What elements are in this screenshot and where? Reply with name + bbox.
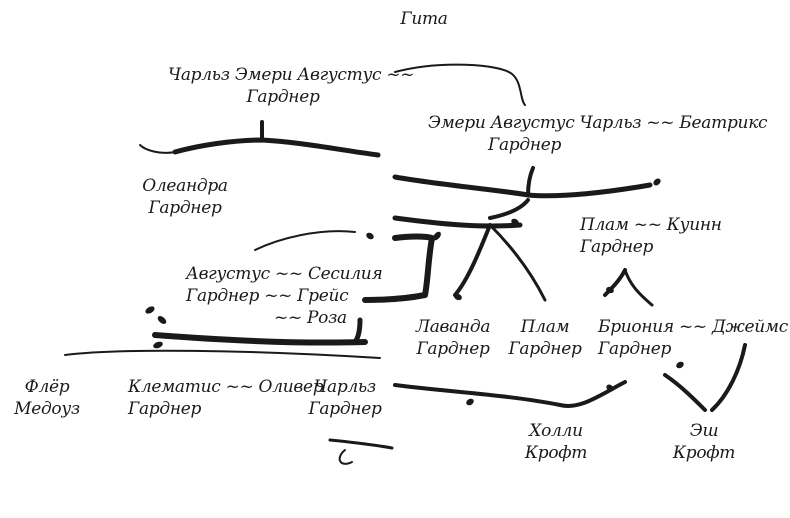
clematis-surname: Гарднер (128, 399, 202, 419)
branch-charles-curl (338, 449, 353, 465)
branch-to-ash-right (710, 343, 747, 412)
branch-to-augustus (362, 233, 435, 303)
emery-name: Эмери Августус Чарльз ~~ Беатрикс (428, 113, 768, 133)
augustus-spouse-rosa: ~~ Роза (274, 308, 347, 328)
node-oleandra: Олеандра Гарднер (140, 175, 230, 219)
leaf (466, 398, 474, 406)
plum-senior-name: Плам ~~ Куинн (580, 215, 722, 235)
leaf (606, 286, 614, 294)
node-augustus: Августус ~~ Сесилия Гарднер ~~ Грейс ~~ … (186, 263, 386, 329)
leaf (433, 231, 441, 241)
node-holly: Холли Крофт (516, 420, 596, 464)
gita-name: Гита (400, 9, 448, 29)
augustus-name: Августус ~~ Сесилия (186, 264, 383, 284)
node-plum-junior: Плам Гарднер (505, 316, 585, 360)
plum-junior-surname: Гарднер (508, 339, 582, 359)
ash-name: Эш (689, 421, 719, 441)
branch-charles-to-gita (394, 63, 526, 106)
leaf (145, 306, 155, 314)
clematis-name: Клематис ~~ Оливер (128, 377, 324, 397)
leaf (153, 341, 163, 349)
node-clematis: Клематис ~~ Оливер Гарднер (128, 376, 324, 420)
node-lavanda: Лаванда Гарднер (408, 316, 498, 360)
brionia-name: Бриония ~~ Джеймс (598, 317, 788, 337)
branch-augustus-vert (352, 317, 363, 345)
lavanda-surname: Гарднер (416, 339, 490, 359)
ash-surname: Крофт (672, 443, 736, 463)
holly-surname: Крофт (524, 443, 588, 463)
oleandra-name: Олеандра (142, 176, 228, 196)
leaf (454, 293, 462, 301)
node-brionia: Бриония ~~ Джеймс Гарднер (598, 316, 788, 360)
branch-oleandra-curl (139, 144, 176, 154)
branch-to-ash-left (663, 373, 707, 412)
charles-junior-name: Чарльз (314, 377, 376, 397)
oleandra-surname: Гарднер (148, 198, 222, 218)
fleur-surname: Медоуз (14, 399, 80, 419)
branch-to-lavanda (453, 223, 492, 297)
branch-charles-down (328, 438, 394, 450)
node-charles-junior: Чарльз Гарднер (304, 376, 386, 420)
fleur-name: Флёр (24, 377, 70, 397)
branch-middle-horizontal (392, 215, 523, 229)
leaf (606, 384, 614, 392)
lavanda-name: Лаванда (415, 317, 491, 337)
brionia-surname: Гарднер (598, 339, 672, 359)
node-gita: Гита (400, 8, 448, 30)
leaf (653, 178, 661, 186)
leaf (511, 218, 519, 226)
branch-augustus-curl (254, 230, 356, 251)
branch-emery-stem (526, 166, 535, 197)
plum-senior-surname: Гарднер (580, 237, 654, 257)
branch-plum-to-brionia-2 (603, 268, 627, 297)
branch-charles-children (172, 137, 381, 158)
augustus-surname: Гарднер ~~ Грейс (186, 286, 349, 306)
emery-surname: Гарднер (488, 135, 562, 155)
leaf-decorations (145, 178, 684, 406)
charles-senior-name: Чарльз Эмери Августус ~~ (168, 65, 415, 85)
leaf (366, 232, 374, 240)
plum-junior-name: Плам (520, 317, 570, 337)
node-emery: Эмери Августус Чарльз ~~ Беатрикс Гардне… (428, 112, 768, 156)
branch-augustus-children (152, 332, 368, 346)
node-fleur: Флёр Медоуз (12, 376, 82, 420)
branch-emery-children (392, 174, 653, 199)
branch-to-holly (393, 380, 627, 408)
node-charles-senior: Чарльз Эмери Августус ~~ Гарднер (168, 64, 415, 108)
node-ash: Эш Крофт (664, 420, 744, 464)
node-plum-senior: Плам ~~ Куинн Гарднер (580, 214, 770, 258)
charles-junior-surname: Гарднер (308, 399, 382, 419)
branch-to-plum-junior (488, 223, 547, 302)
branch-augustus-long (64, 349, 381, 359)
branch-plum-to-brionia (623, 268, 654, 307)
leaf (676, 361, 684, 369)
leaf (157, 316, 167, 324)
holly-name: Холли (529, 421, 583, 441)
branch-emery-down (488, 198, 530, 220)
charles-senior-surname: Гарднер (246, 87, 320, 107)
